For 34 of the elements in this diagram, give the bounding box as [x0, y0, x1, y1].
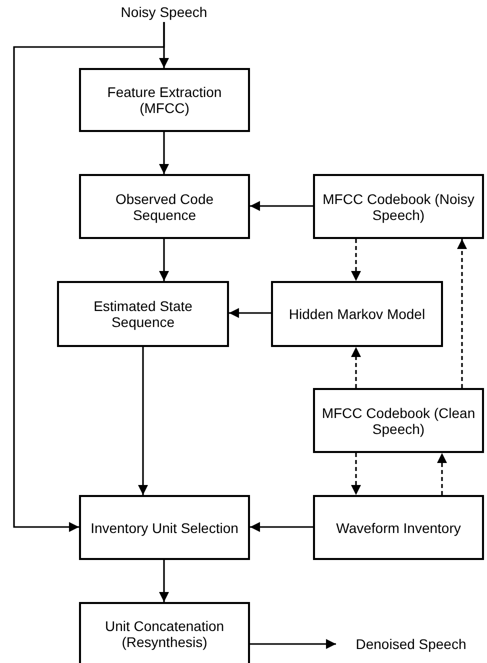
process-box: [79, 495, 250, 560]
box-label: Inventory Unit Selection: [90, 520, 240, 536]
signal-label: Denoised Speech: [336, 634, 486, 654]
box-label: Estimated State Sequence: [92, 298, 194, 330]
arrow: [159, 239, 169, 281]
process-box: [79, 174, 250, 239]
process-box: [313, 388, 484, 453]
arrow: [229, 308, 271, 318]
dashed-arrow: [351, 239, 361, 281]
box-label: Hidden Markov Model: [288, 306, 426, 322]
arrow: [138, 347, 148, 495]
signal-label: Noisy Speech: [112, 2, 216, 22]
arrow: [250, 639, 336, 649]
box-label: Waveform Inventory: [335, 520, 462, 536]
box-label: MFCC Codebook (Noisy Speech): [322, 190, 476, 222]
dashed-arrow: [437, 453, 447, 495]
arrow: [159, 132, 169, 174]
box-label: Unit Concatenation (Resynthesis): [104, 618, 226, 650]
arrow: [159, 560, 169, 602]
process-box: [57, 281, 229, 347]
process-box: [313, 174, 484, 239]
process-box: [313, 495, 484, 560]
dashed-arrow: [351, 347, 361, 388]
process-box: [79, 68, 250, 132]
process-box: [79, 602, 250, 663]
arrow: [250, 201, 313, 211]
arrow: [250, 522, 313, 532]
arrow: [13, 22, 165, 532]
box-label: Observed Code Sequence: [114, 190, 215, 222]
box-label: Feature Extraction (MFCC): [106, 84, 223, 116]
box-label: MFCC Codebook (Clean Speech): [320, 404, 476, 436]
dashed-arrow: [457, 239, 467, 388]
dashed-arrow: [351, 453, 361, 495]
process-box: [271, 281, 443, 347]
